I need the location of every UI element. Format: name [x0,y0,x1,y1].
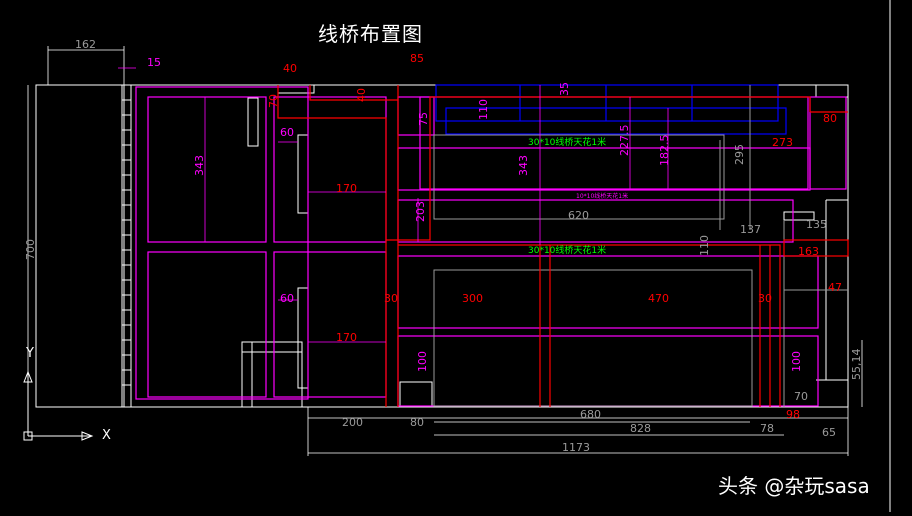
ucs-icon [23,370,94,441]
dim-60a: 60 [280,126,294,139]
dim-343a: 343 [193,155,206,176]
dim-110b: 110 [698,235,711,256]
grey-guides [433,85,848,407]
dim-100a: 100 [416,351,429,372]
dimension-text-group: 162 15 40 85 35 700 70 40 110 75 343 60 … [24,38,863,454]
x-axis-label: X [102,428,111,443]
dim-700: 700 [24,239,37,260]
dim-35: 35 [558,82,571,96]
room-dimension-lines [118,67,669,343]
dimension-lines [27,46,863,456]
dim-80b: 80 [410,416,424,429]
y-axis-label: Y [26,346,34,361]
dim-162: 162 [75,38,96,51]
building-outline [35,84,849,408]
dim-47: 47 [828,281,842,294]
dim-15: 15 [147,56,161,69]
bridge-note-a: 30*10线桥天花1米 [528,136,606,148]
dim-1173: 1173 [562,441,590,454]
dim-135: 135 [806,218,827,231]
ceiling-panels [435,84,787,135]
dim-273: 273 [772,136,793,149]
bridge-notes: 30*10线桥天花1米 30*10线桥天花1米 10*10线桥天花1米 [528,136,628,256]
dim-182: 182.5 [658,135,671,167]
dim-40v: 40 [355,88,368,102]
dim-137: 137 [740,223,761,236]
dim-680: 680 [580,408,601,421]
dim-85: 85 [410,52,424,65]
dim-40: 40 [283,62,297,75]
drawing-title: 线桥布置图 [318,22,423,46]
dim-60b: 60 [280,292,294,305]
dim-110: 110 [477,99,490,120]
dim-98: 98 [786,408,800,421]
bridge-note-small: 10*10线桥天花1米 [576,192,628,200]
dim-80r: 80 [823,112,837,125]
dim-203: 203 [414,201,427,222]
dim-70: 70 [267,94,280,108]
dim-227: 227.5 [618,125,631,157]
dim-200: 200 [342,416,363,429]
dim-65: 65 [822,426,836,439]
dim-30a: 30 [384,292,398,305]
dim-343b: 343 [517,155,530,176]
watermark-text: 头条 @杂玩sasa [718,474,870,498]
dim-828: 828 [630,422,651,435]
dim-300: 300 [462,292,483,305]
dim-170b: 170 [336,331,357,344]
dim-163: 163 [798,245,819,258]
dim-78: 78 [760,422,774,435]
dim-620: 620 [568,209,589,222]
dim-5514: 55,14 [850,349,863,381]
dim-295: 295 [733,144,746,165]
cable-bridges [277,85,849,407]
dim-70b: 70 [794,390,808,403]
dim-30b: 30 [758,292,772,305]
dim-100b: 100 [790,351,803,372]
dim-170a: 170 [336,182,357,195]
dim-470: 470 [648,292,669,305]
bridge-note-b: 30*10线桥天花1米 [528,244,606,256]
dim-75: 75 [417,112,430,126]
